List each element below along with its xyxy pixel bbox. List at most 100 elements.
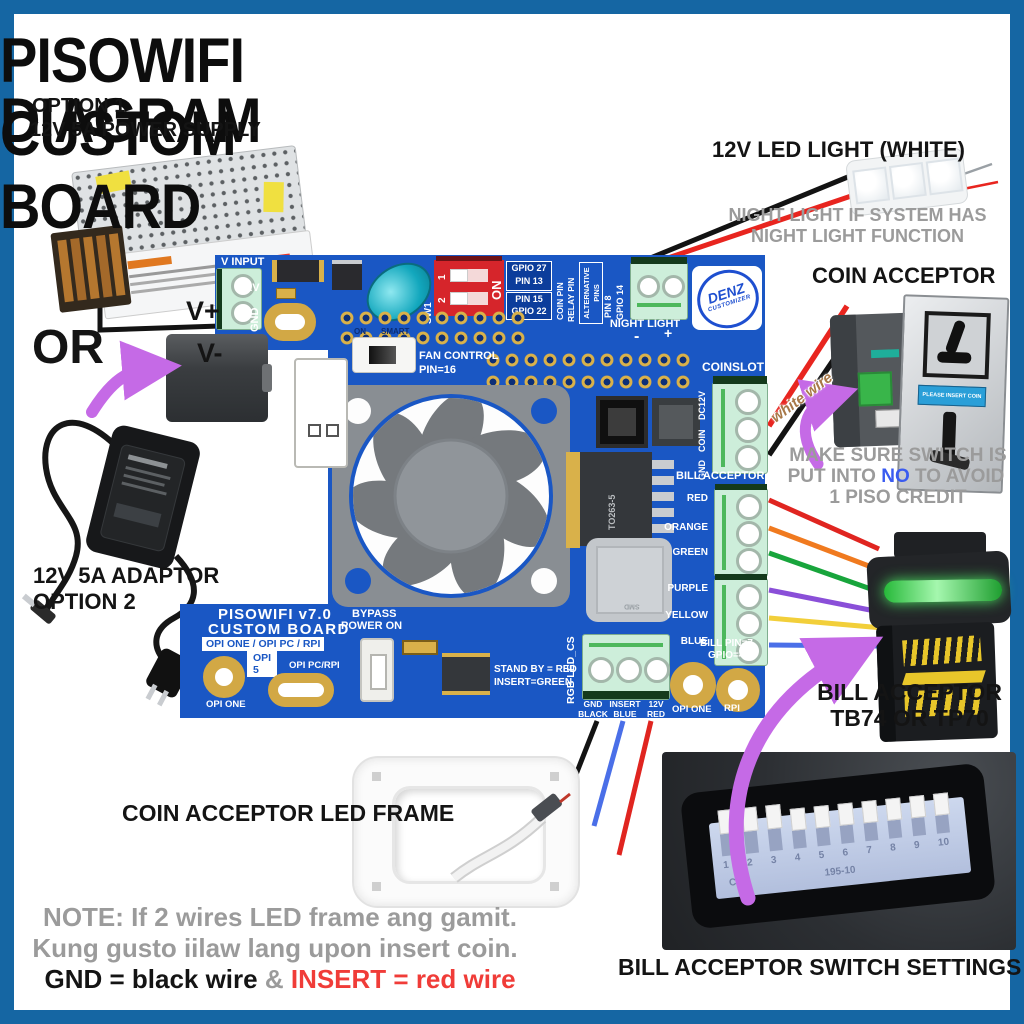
standby-label: STAND BY = RED — [494, 664, 577, 675]
bill-terminal-1 — [714, 484, 768, 577]
opi5-box: OPI 5 — [247, 651, 278, 677]
option1-psu-label: 12V 5A POWER SUPPLY — [30, 119, 261, 141]
bill-wire-green — [768, 550, 886, 597]
mosfet-1 — [332, 260, 362, 290]
alternative-label: ALTERNATIVE — [582, 267, 591, 319]
bill-wire-yellow — [768, 615, 884, 631]
compat-box: OPI ONE / OPI PC / RPI — [202, 637, 325, 651]
pin15-label: PIN 15 — [515, 294, 543, 304]
led-frame-ribbon — [450, 792, 571, 883]
bill-acceptor-title1: BILL ACCEPTOR — [817, 679, 1002, 705]
bill-wire-purple — [768, 587, 881, 615]
12v-label: 12V — [240, 282, 260, 294]
bypass-switch — [360, 638, 394, 702]
alt-coin-pin-label: COIN PIN — [555, 282, 565, 320]
soic8-chip — [442, 653, 490, 695]
bill-pin7-label: BILL PIN=7 — [700, 638, 753, 649]
opi-one-pad-label: OPI ONE — [206, 699, 246, 710]
v-input-terminal — [216, 268, 262, 330]
smd-inductor: SMD — [586, 538, 672, 622]
rgb-red: RED — [647, 708, 665, 719]
v-input-label: V INPUT — [221, 256, 265, 268]
coinslot-terminal — [712, 376, 768, 474]
led-light-title: 12V LED LIGHT (WHITE) — [712, 137, 965, 162]
resistor-1 — [276, 288, 296, 299]
gold-pad-oval — [264, 303, 316, 341]
or-label: OR — [32, 321, 104, 374]
dip-number: 5 — [818, 849, 825, 862]
bill-pin-purple: PURPLE — [667, 583, 708, 594]
barrel-jack — [166, 334, 272, 422]
adaptor-label2: OPTION 2 — [33, 589, 136, 614]
dip-number: 4 — [794, 852, 801, 864]
bill-pin-blue: BLUE — [680, 636, 708, 647]
dip-number: 3 — [770, 854, 778, 867]
rgb-terminal — [582, 634, 670, 700]
led-2 — [888, 161, 927, 200]
night-light-label: NIGHT LIGHT — [609, 318, 681, 330]
coin-acceptor-title: COIN ACCEPTOR — [812, 263, 996, 288]
bill-pin-green: GREEN — [672, 547, 708, 558]
led-frame-photo — [352, 756, 580, 908]
opi-one-pad2 — [670, 662, 716, 708]
to263-chip: TO263-5 — [580, 452, 652, 546]
coinslot-pin-dc12v: DC12V — [697, 390, 707, 420]
coin-warning-line1: MAKE SURE SWITCH IS — [789, 445, 1007, 466]
to263-label: TO263-5 — [607, 494, 617, 530]
alt-relay-pin-label: RELAY PIN — [566, 277, 576, 322]
bill-acceptor-photo — [862, 532, 1014, 750]
opi-one-pad2-label: OPI ONE — [672, 704, 712, 715]
adaptor-dc-cable — [41, 419, 121, 618]
pisowifi-text: PISOWIFI — [218, 606, 294, 623]
note-gnd-black: GND = black wire — [44, 964, 265, 994]
ledlight-red-wire — [658, 188, 867, 264]
night-light-terminal — [630, 257, 688, 320]
led-3 — [925, 157, 964, 196]
dip-photo-title: BILL ACCEPTOR SWITCH SETTINGS — [618, 954, 1022, 980]
bill-wire-red — [767, 497, 881, 552]
led-frame-title: COIN ACCEPTOR LED FRAME — [122, 800, 455, 826]
on-label: ON — [354, 327, 366, 336]
bypass-label2: POWER ON — [341, 620, 403, 632]
gpio27-label: GPIO 27 — [511, 263, 547, 273]
rgb-wire-blue — [591, 720, 626, 827]
note-insert-red: INSERT = red wire — [290, 964, 516, 994]
night-light-minus: - — [634, 328, 640, 345]
night-light-note1: NIGHT LIGHT IF SYSTEM HAS — [728, 205, 987, 225]
fuse-resistor — [402, 640, 438, 655]
rgb-pin-insert: INSERT BLUE — [608, 699, 642, 720]
diode-1 — [272, 260, 324, 282]
dip-number: 10 — [937, 836, 950, 849]
opi-one-pad — [203, 656, 245, 698]
alternative-pins-box: ALTERNATIVE PINS — [579, 262, 603, 324]
dip-brand: CTS — [728, 875, 750, 889]
fan-control-label: FAN CONTROL — [419, 350, 499, 362]
capacitor-2 — [652, 398, 700, 446]
opi-pc-rpi-pad — [268, 673, 334, 707]
bill-acceptor-header: BILL ACCEPTOR — [676, 470, 765, 482]
opi-pc-rpi-label: OPI PC/RPI — [289, 660, 340, 671]
bill-pin-yellow: YELLOW — [665, 610, 708, 621]
bill-pin-orange: ORANGE — [664, 522, 708, 533]
rgb-12v: 12V — [648, 699, 664, 709]
rgb-pin-12v: 12V RED — [642, 699, 670, 720]
dip-number: 1 — [722, 859, 730, 872]
smart-label: SMART — [381, 327, 410, 336]
note-line3: GND = black wire & INSERT = red wire — [20, 965, 540, 993]
pin8-label: PIN 8 — [603, 295, 613, 318]
warn-post: TO AVOID — [909, 466, 1005, 487]
bill-head — [866, 550, 1012, 630]
night-light-note2: NIGHT LIGHT FUNCTION — [751, 226, 964, 246]
coin-entry — [922, 310, 991, 380]
note-line2: Kung gusto iilaw lang upon insert coin. — [32, 933, 518, 963]
rgb-led-cs-label: RGB LED_CS — [565, 636, 577, 704]
option1-label: OPTION 1 — [32, 95, 126, 117]
psu-sticker-yellow2 — [263, 181, 284, 213]
gpio4-label: GPIO=4 — [708, 650, 745, 661]
dip-number: 2 — [746, 857, 754, 869]
cooling-fan — [332, 385, 570, 607]
denz-logo: DENZ CUSTOMIZER — [689, 261, 767, 337]
gpio27-box: GPIO 27 PIN 13 — [506, 261, 552, 291]
fan-pin-label: PIN=16 — [419, 364, 456, 376]
rgb-blue: BLUE — [613, 708, 637, 719]
